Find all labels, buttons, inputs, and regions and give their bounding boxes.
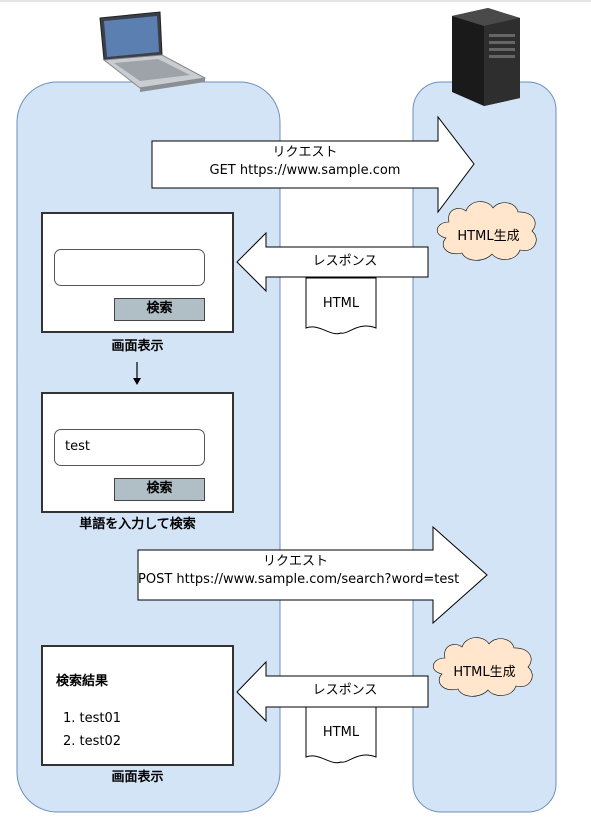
response-1-label: レスポンス: [312, 254, 378, 269]
screen-3-window: 検索結果 1. test01 2. test02: [41, 645, 234, 766]
html-document-1-label: HTML: [322, 296, 360, 311]
search-results-heading: 検索結果: [56, 674, 109, 689]
laptop-icon: [99, 11, 207, 92]
response-2-label: レスポンス: [312, 683, 378, 698]
html-generation-cloud-2: [433, 637, 533, 697]
screen-1-search-button[interactable]: 検索: [114, 298, 205, 321]
request-2-title: リクエスト: [262, 554, 328, 569]
screen-2-window: test 検索: [41, 392, 234, 513]
screen-2-search-input[interactable]: test: [54, 429, 205, 466]
request-1-title: リクエスト: [272, 145, 338, 160]
html-generation-cloud-1: [437, 201, 537, 261]
html-document-2: [305, 706, 377, 764]
search-result-item: 2. test02: [63, 734, 122, 749]
screen-2-caption: 単語を入力して検索: [79, 517, 196, 532]
html-document-1: [305, 277, 377, 335]
search-result-item: 1. test01: [63, 711, 122, 726]
screen-1-caption: 画面表示: [111, 339, 164, 354]
server-tower-icon: [452, 8, 520, 106]
request-arrow-1: [151, 115, 475, 214]
request-2-url: POST https://www.sample.com/search?word=…: [138, 572, 460, 587]
request-1-url: GET https://www.sample.com: [209, 163, 401, 178]
response-arrow-2: [236, 660, 429, 723]
html-generation-2-label: HTML生成: [453, 665, 516, 680]
html-generation-1-label: HTML生成: [457, 229, 520, 244]
request-arrow-2: [137, 525, 488, 625]
screen-1-window: 検索: [41, 212, 234, 333]
server-lane: [412, 81, 557, 813]
response-arrow-1: [236, 231, 429, 293]
screen-2-search-button[interactable]: 検索: [114, 478, 205, 501]
screen-3-caption: 画面表示: [111, 770, 164, 785]
html-document-2-label: HTML: [322, 725, 360, 740]
screen-1-search-input[interactable]: [54, 249, 205, 286]
flow-arrow-head: [133, 378, 141, 385]
